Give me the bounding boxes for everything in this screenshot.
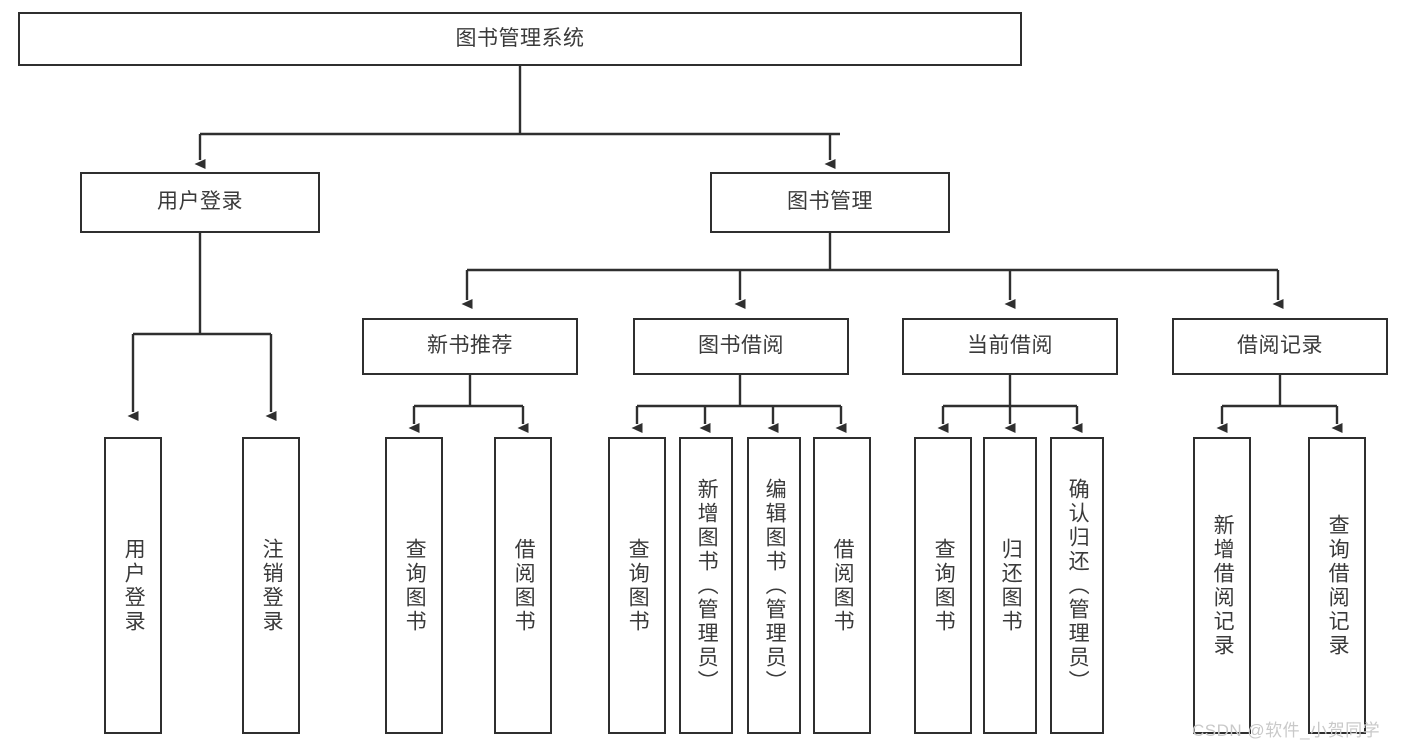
node-label: 当前借阅 — [967, 334, 1053, 358]
node-label: 新增借阅记录 — [1211, 513, 1235, 658]
leaf-edit-book-admin[interactable]: 编辑图书（管理员） — [747, 437, 801, 734]
leaf-add-borrow-record[interactable]: 新增借阅记录 — [1193, 437, 1251, 734]
leaf-query-book-borrow[interactable]: 查询图书 — [608, 437, 666, 734]
node-label: 借阅图书 — [512, 537, 536, 634]
node-label: 查询图书 — [626, 537, 650, 634]
node-label: 确认归还（管理员） — [1066, 477, 1090, 694]
leaf-user-login[interactable]: 用户登录 — [104, 437, 162, 734]
node-label: 图书管理系统 — [455, 26, 585, 50]
leaf-query-borrow-record[interactable]: 查询借阅记录 — [1308, 437, 1366, 734]
node-label: 用户登录 — [122, 537, 146, 634]
leaf-confirm-return-admin[interactable]: 确认归还（管理员） — [1050, 437, 1104, 734]
node-label: 新增图书（管理员） — [695, 477, 719, 694]
node-label: 查询图书 — [403, 537, 427, 634]
leaf-logout[interactable]: 注销登录 — [242, 437, 300, 734]
node-label: 查询借阅记录 — [1326, 513, 1350, 658]
node-label: 新书推荐 — [427, 334, 513, 358]
node-label: 编辑图书（管理员） — [763, 477, 787, 694]
node-root-book-management-system[interactable]: 图书管理系统 — [18, 12, 1022, 66]
node-label: 归还图书 — [999, 537, 1023, 634]
node-label: 注销登录 — [260, 537, 284, 634]
node-book-borrowing[interactable]: 图书借阅 — [633, 318, 849, 375]
leaf-borrow-book[interactable]: 借阅图书 — [813, 437, 871, 734]
leaf-query-book-current[interactable]: 查询图书 — [914, 437, 972, 734]
leaf-return-book[interactable]: 归还图书 — [983, 437, 1037, 734]
node-label: 查询图书 — [932, 537, 956, 634]
leaf-add-book-admin[interactable]: 新增图书（管理员） — [679, 437, 733, 734]
node-new-book-recommendation[interactable]: 新书推荐 — [362, 318, 578, 375]
node-label: 用户登录 — [157, 190, 243, 214]
node-label: 图书管理 — [787, 190, 873, 214]
node-label: 借阅图书 — [831, 537, 855, 634]
node-book-management[interactable]: 图书管理 — [710, 172, 950, 233]
node-user-login[interactable]: 用户登录 — [80, 172, 320, 233]
leaf-borrow-book-recommend[interactable]: 借阅图书 — [494, 437, 552, 734]
node-borrowing-records[interactable]: 借阅记录 — [1172, 318, 1388, 375]
node-label: 借阅记录 — [1237, 334, 1323, 358]
node-current-borrowing[interactable]: 当前借阅 — [902, 318, 1118, 375]
node-label: 图书借阅 — [698, 334, 784, 358]
leaf-query-book-recommend[interactable]: 查询图书 — [385, 437, 443, 734]
